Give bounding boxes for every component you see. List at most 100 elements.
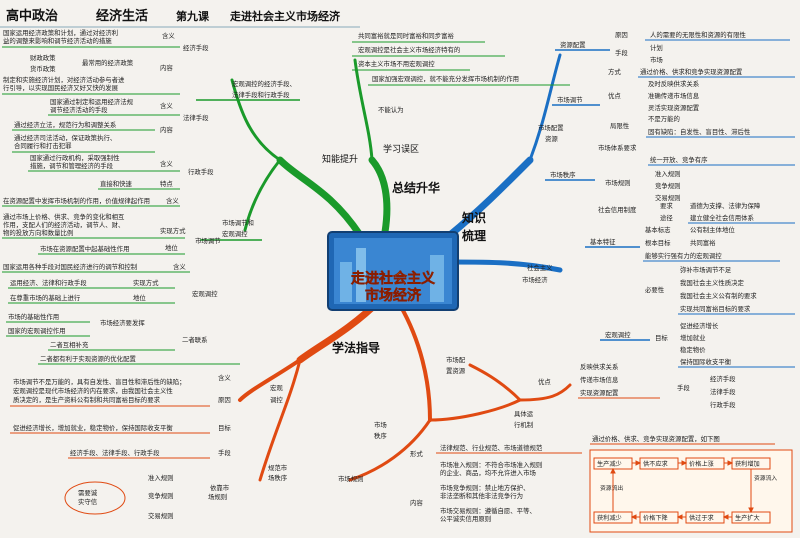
law-content-label: 内容 — [160, 125, 173, 134]
fiscal-policy: 财政政策 — [30, 53, 56, 62]
need-2: 实守信 — [78, 497, 98, 506]
mkt-meaning-label: 含义 — [166, 196, 179, 205]
bf2-v: 共同富裕 — [690, 238, 716, 247]
center-title-1: 走进社会主义 — [351, 270, 435, 287]
rel-4: 二者都有利于实现资源的优化配置 — [40, 354, 136, 363]
admin-feature-label: 特点 — [160, 179, 173, 188]
macro-k: 宏观调控 — [605, 330, 631, 339]
mkt-means-label: 实现方式 — [160, 226, 186, 235]
m2: 法律手段 — [710, 387, 736, 396]
macro-goal: 促进经济增长，增加就业，稳定物价，保持国际收支平衡 — [13, 423, 173, 432]
limits-label: 局限性 — [610, 121, 630, 130]
g2: 增加就业 — [680, 333, 706, 342]
misconception-2: 宏观调控是社会主义市场经济特有的 — [358, 45, 460, 54]
header: 高中政治 经济生活 第九课 走进社会主义市场经济 — [0, 8, 360, 28]
mkt-res-2: 资源 — [545, 134, 558, 143]
macro-means-lbl: 手段 — [218, 448, 231, 457]
mr2: 竞争规则 — [148, 491, 174, 500]
admin-means: 行政手段 — [188, 167, 214, 176]
m-adv-2: 传递市场信息 — [580, 375, 619, 384]
resource-config: 资源配置 — [560, 40, 586, 49]
nec-1: 弥补市场调节不足 — [680, 265, 732, 274]
monetary-policy: 货币政策 — [30, 64, 56, 73]
m-mkt-res-1: 市场配 — [446, 355, 466, 364]
header-book: 经济生活 — [96, 8, 148, 24]
misconception-4: 国家加强宏观调控，就不能充分发挥市场机制的作用 — [372, 74, 519, 83]
mr1: 准入规则 — [148, 473, 174, 482]
norm-2: 场秩序 — [268, 473, 288, 482]
cycle-9: 获利减少 — [597, 514, 622, 522]
macro-title-b: 调控 — [270, 395, 283, 404]
bf2-k: 根本目标 — [645, 238, 671, 247]
header-lesson: 第九课 — [176, 9, 210, 23]
means2-label: 手段 — [677, 383, 690, 392]
bf1-k: 基本标志 — [645, 225, 671, 234]
law-content-1: 通过经济立法，规范行为和调整关系 — [14, 120, 116, 129]
g4: 保持国际收支平衡 — [680, 357, 732, 366]
m3: 行政手段 — [710, 400, 736, 409]
rule-sys-2: 场规则 — [208, 492, 227, 501]
rel-1: 市场的基础性作用 — [8, 312, 59, 321]
rule-1: 准入规则 — [655, 169, 681, 178]
law-means: 法律手段 — [183, 113, 209, 122]
lim-2: 固有缺陷：自发性、盲目性、滞后性 — [648, 127, 751, 136]
adv-label: 优点 — [608, 91, 621, 100]
bf1-v: 公有制主体地位 — [690, 225, 735, 234]
knowledge-branch: 市场配置 资源 资源配置 原因 人的需要的无限性和资源的有限性 手段 计划 市场… — [522, 30, 795, 409]
form-text: 法律规范、行业规范、市场道德规范 — [440, 443, 543, 452]
m-order-2: 秩序 — [374, 431, 387, 440]
misconceptions: 共同富裕就是同时富裕和同步富裕 宏观调控是社会主义市场经济特有的 资本主义市场不… — [352, 31, 570, 86]
adv-2: 准确传递市场信息 — [648, 91, 700, 100]
macro-meaning-lbl: 含义 — [218, 373, 231, 382]
rel-2: 国家的宏观调控作用 — [8, 326, 66, 335]
cycle-8: 价格下降 — [643, 514, 668, 522]
econ-plan-2: 行引导，以实现国民经济又好又快的发展 — [3, 83, 119, 92]
branch-method: 学法指导 — [332, 340, 380, 355]
credit-label: 社会信用制度 — [598, 205, 637, 214]
adv-1: 及时反映供求关系 — [648, 79, 699, 88]
form-label: 形式 — [410, 449, 423, 458]
cycle-5: 资源流入 — [754, 474, 777, 482]
law-content-2b: 合同履行和打击犯罪 — [14, 141, 72, 150]
lim-1: 不是万能的 — [648, 114, 680, 123]
c2a: 市场竞争规则：禁止地方保护、 — [440, 483, 529, 492]
m-mkt-res-2: 置资源 — [446, 366, 466, 375]
macro-cause-lbl: 原因 — [218, 396, 231, 404]
contents-label: 内容 — [410, 498, 423, 507]
rel-3: 二者互相补充 — [50, 340, 89, 349]
order-basic: 市场体系要求 — [598, 143, 637, 152]
macro-m-1: 市场调节不是万能的，具有自发性、盲目性和滞后性的缺陷； — [13, 377, 186, 386]
econ-meaning-label: 含义 — [162, 31, 175, 40]
mkt-def: 在资源配置中发挥市场机制的作用，价值规律起作用 — [3, 196, 150, 205]
mech-text: 通过价格、供求、竞争实现资源配置，如下图 — [592, 434, 720, 443]
c3b: 公平诚实信用原则 — [440, 514, 491, 523]
cycle-10: 资源流出 — [600, 484, 623, 492]
m-adv-1: 反映供求关系 — [580, 362, 618, 371]
cycle-3: 价格上涨 — [689, 460, 714, 468]
nec-3: 我国社会主义公有制的要求 — [680, 291, 757, 300]
socialist-1: 社会主义 — [527, 263, 553, 272]
law-meaning-label: 含义 — [160, 101, 173, 110]
m-adv: 优点 — [538, 377, 551, 386]
branch-wrong-view: 不能认为 — [378, 105, 404, 114]
macro-m-3: 质决定的，是生产资料公有制和共同富裕目标的要求 — [13, 395, 161, 404]
admin-feature: 直接和快速 — [100, 179, 133, 188]
ability-branch: 宏观调控的经济手段、 法律手段和行政手段 经济手段 含义 国家运用经济政策和计划… — [2, 28, 300, 365]
ability-b1-b: 法律手段和行政手段 — [232, 90, 290, 99]
econ-def-1: 国家运用经济政策和计划，通过对经济利 — [3, 28, 118, 37]
mkt-way-2: 作用，支配人们的经济活动，调节人、财、 — [3, 220, 124, 229]
admin-meaning-label: 含义 — [160, 159, 173, 168]
macro-way: 运用经济、法律和行政手段 — [10, 278, 87, 287]
macro-title-a: 宏观 — [270, 383, 283, 392]
law-def-1: 国家通过制定和运用经济法规 — [50, 97, 134, 106]
rule-sys-1: 依靠市 — [210, 483, 230, 492]
cycle-7: 供过于求 — [689, 514, 714, 522]
mkt-res-1: 市场配置 — [538, 123, 564, 132]
nec-2: 我国社会主义性质决定 — [680, 278, 745, 287]
econ-plan-1: 制定和实施经济计划，对经济活动参与者进 — [3, 75, 125, 84]
rule-2: 竞争规则 — [655, 181, 681, 190]
law-content-2a: 通过经济司法活动，保证政策执行、 — [14, 133, 116, 142]
mkt-pos: 市场在资源配置中起基础性作用 — [40, 244, 129, 253]
order-basic-text: 统一开放、竞争有序 — [650, 155, 708, 164]
